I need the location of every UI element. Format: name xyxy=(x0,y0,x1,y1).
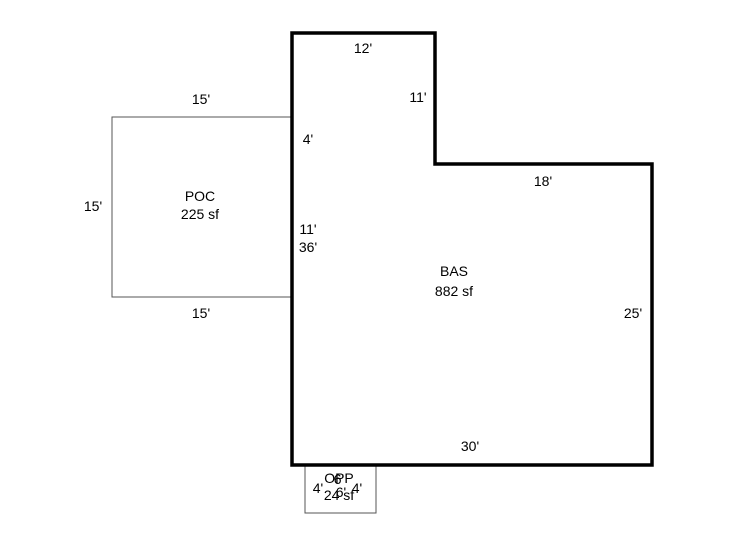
dim-opp-right: 4' xyxy=(352,480,362,496)
dim-poc-top: 15' xyxy=(192,91,210,107)
dim-opp-bottom: 6' xyxy=(336,484,346,500)
dim-poc-bottom: 15' xyxy=(192,305,210,321)
opp-area-code: OPP xyxy=(324,470,354,486)
dim-bas-left-total: 36' xyxy=(299,239,317,255)
dim-opp-top: 6' xyxy=(334,471,344,487)
dim-bas-bottom: 30' xyxy=(461,438,479,454)
dim-opp-left: 4' xyxy=(313,480,323,496)
poc-outline xyxy=(111,116,292,298)
dim-bas-notch-horizontal: 18' xyxy=(534,173,552,189)
opp-area-size: 24 sf xyxy=(324,487,354,503)
opp-outline xyxy=(304,465,377,514)
dim-poc-left: 15' xyxy=(84,198,102,214)
poc-area-size: 225 sf xyxy=(181,206,219,222)
dim-bas-left-upper: 4' xyxy=(303,131,313,147)
poc-area-code: POC xyxy=(185,188,215,204)
dim-bas-top: 12' xyxy=(354,40,372,56)
dim-bas-notch-vertical: 11' xyxy=(409,89,426,105)
dim-bas-left-middle: 11' xyxy=(299,221,316,237)
bas-area-size: 882 sf xyxy=(435,283,473,299)
dim-bas-right: 25' xyxy=(624,305,642,321)
bas-outline xyxy=(290,31,654,467)
bas-area-code: BAS xyxy=(440,263,468,279)
